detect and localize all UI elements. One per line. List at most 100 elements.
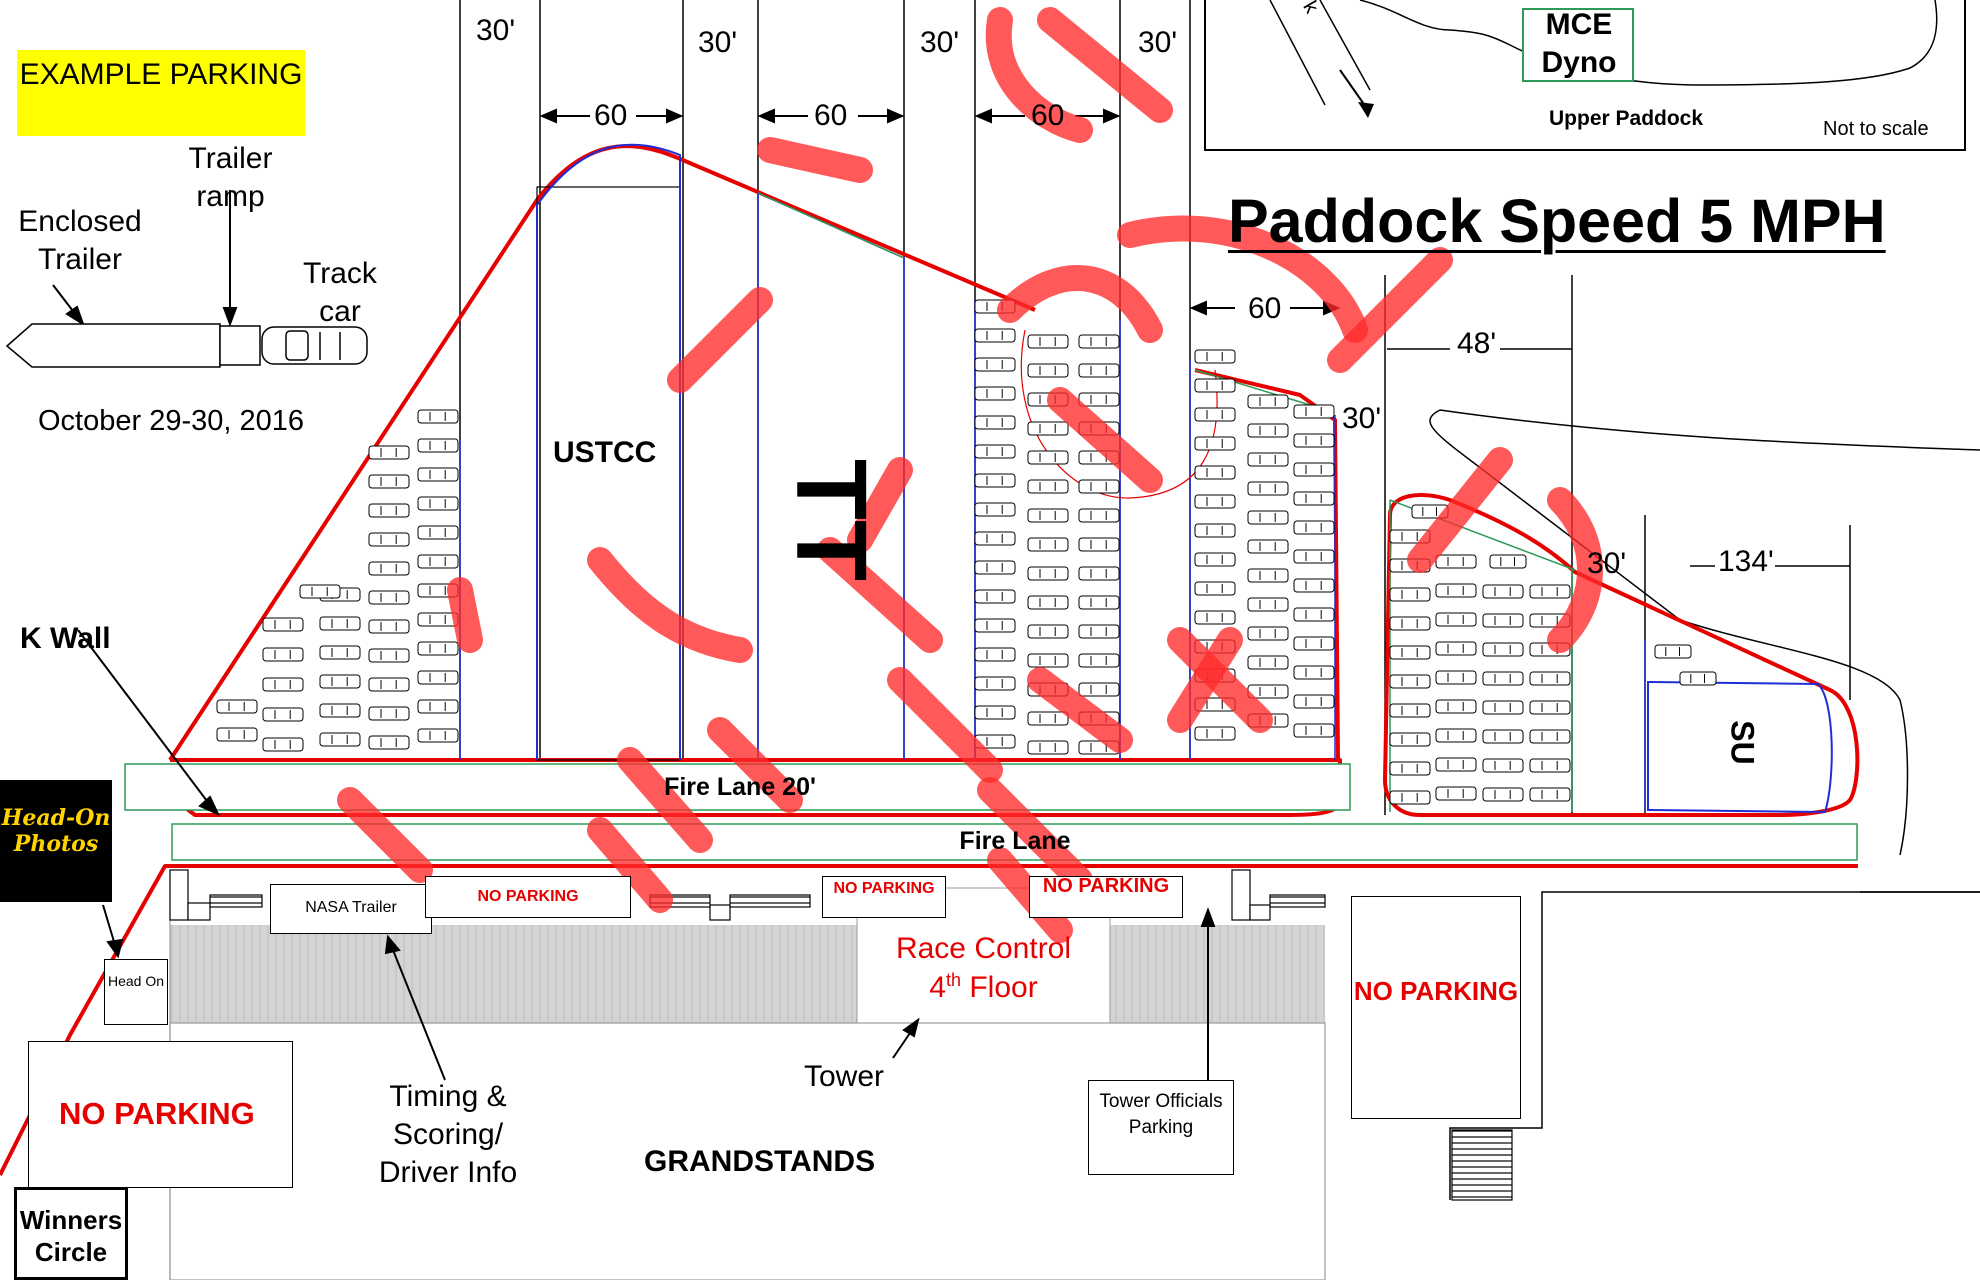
parked-car-icon (1389, 761, 1431, 776)
zone-ustcc: USTCC (553, 436, 657, 469)
parked-car-icon (1529, 700, 1571, 715)
parked-car-icon (1435, 728, 1477, 743)
parked-car-icon (974, 647, 1016, 662)
parked-car-icon (417, 409, 459, 424)
parked-car-icon (1247, 655, 1289, 670)
parked-car-icon (1529, 584, 1571, 599)
parked-car-icon (1194, 407, 1236, 422)
parked-car-icon (1027, 653, 1069, 668)
parked-car-icon (1482, 584, 1524, 599)
parked-car-icon (1654, 644, 1692, 659)
parked-car-icon (368, 619, 410, 634)
parked-car-icon (1389, 703, 1431, 718)
head-on-label: Head On (107, 973, 165, 989)
parked-car-icon (299, 584, 341, 599)
parked-car-icon (1389, 616, 1431, 631)
parked-car-icon (974, 473, 1016, 488)
parked-car-icon (974, 502, 1016, 517)
parked-car-icon (1293, 636, 1335, 651)
parked-car-icon (1435, 554, 1477, 569)
parked-car-icon (1078, 392, 1120, 407)
no-parking-box-3: NO PARKING (1029, 875, 1183, 918)
parked-car-icon (1027, 421, 1069, 436)
no-parking-label-3: NO PARKING (1042, 875, 1170, 897)
parked-car-icon (1027, 537, 1069, 552)
parked-car-icon (1529, 758, 1571, 773)
k-wall-label: K Wall (20, 622, 111, 655)
parked-car-icon (1293, 723, 1335, 738)
grandstands-area (170, 925, 1325, 1023)
parked-car-icon (1194, 378, 1236, 393)
parked-car-icon (1247, 626, 1289, 641)
parked-car-icon (1194, 465, 1236, 480)
parked-car-icon (1389, 674, 1431, 689)
parked-car-icon (1078, 479, 1120, 494)
dim-60-c: 60 (1031, 99, 1065, 132)
parked-car-icon (1078, 334, 1120, 349)
parked-car-icon (417, 641, 459, 656)
floor-word: Floor (969, 971, 1038, 1004)
parked-car-icon (1293, 607, 1335, 622)
winners-circle-box: Winners Circle (14, 1187, 128, 1280)
parked-car-icon (262, 737, 304, 752)
parked-car-icon (974, 676, 1016, 691)
winners-circle-label: Winners Circle (19, 1205, 123, 1267)
no-parking-label-2: NO PARKING (833, 880, 935, 897)
parked-car-icon (368, 532, 410, 547)
dim-30-c: 30' (920, 26, 960, 59)
parked-car-icon (1529, 671, 1571, 686)
mce-dyno-label: MCE Dyno (1541, 8, 1617, 79)
parked-car-icon (417, 467, 459, 482)
parked-car-icon (319, 616, 361, 631)
parked-car-icon (368, 590, 410, 605)
parked-car-icon (1435, 786, 1477, 801)
parked-car-icon (1027, 595, 1069, 610)
parked-car-icon (1435, 612, 1477, 627)
parked-car-icon (1078, 363, 1120, 378)
parked-car-icon (1247, 394, 1289, 409)
parked-car-icon (974, 444, 1016, 459)
parked-car-icon (1435, 583, 1477, 598)
parked-car-icon (417, 525, 459, 540)
parked-car-icon (417, 496, 459, 511)
logo-text: Head-On Photos (1, 805, 111, 857)
parked-car-icon (319, 674, 361, 689)
parked-car-icon (417, 554, 459, 569)
parked-car-icon (1078, 508, 1120, 523)
parked-car-icon (1078, 653, 1120, 668)
parked-car-icon (1194, 726, 1236, 741)
tower-officials-parking-box: Tower Officials Parking (1088, 1080, 1234, 1175)
floor-suffix: th (945, 970, 961, 990)
inset-upper-paddock (1204, 0, 1966, 151)
page-title: Paddock Speed 5 MPH (1228, 187, 1886, 255)
parked-car-icon (368, 503, 410, 518)
parked-car-icon (1435, 641, 1477, 656)
parked-car-icon (417, 670, 459, 685)
parked-car-icon (1489, 554, 1527, 569)
parked-car-icon (1293, 462, 1335, 477)
parked-car-icon (1482, 787, 1524, 802)
parked-car-icon (1389, 732, 1431, 747)
dim-30-b: 30' (698, 26, 738, 59)
parked-car-icon (1027, 566, 1069, 581)
access-roads (1429, 409, 1980, 1200)
stairs (169, 869, 1513, 1201)
parked-car-icon (1389, 645, 1431, 660)
no-parking-lot-left: NO PARKING (28, 1041, 293, 1188)
zone-su: SU (1724, 720, 1761, 765)
parked-car-icon (1247, 568, 1289, 583)
nasa-trailer-box: NASA Trailer (270, 884, 432, 934)
parked-car-icon (1194, 581, 1236, 596)
legend-track-car: Track car (303, 257, 377, 328)
parked-car-icon (1194, 494, 1236, 509)
parked-car-icon (1078, 624, 1120, 639)
parked-car-icon (1027, 450, 1069, 465)
parked-car-icon (1247, 452, 1289, 467)
parked-car-icon (1482, 758, 1524, 773)
dim-134: 134' (1718, 545, 1774, 578)
parked-car-icon (1027, 334, 1069, 349)
parked-car-icon (1482, 729, 1524, 744)
parked-car-icon (974, 328, 1016, 343)
parked-car-icon (216, 699, 258, 714)
parked-car-icon (1435, 670, 1477, 685)
